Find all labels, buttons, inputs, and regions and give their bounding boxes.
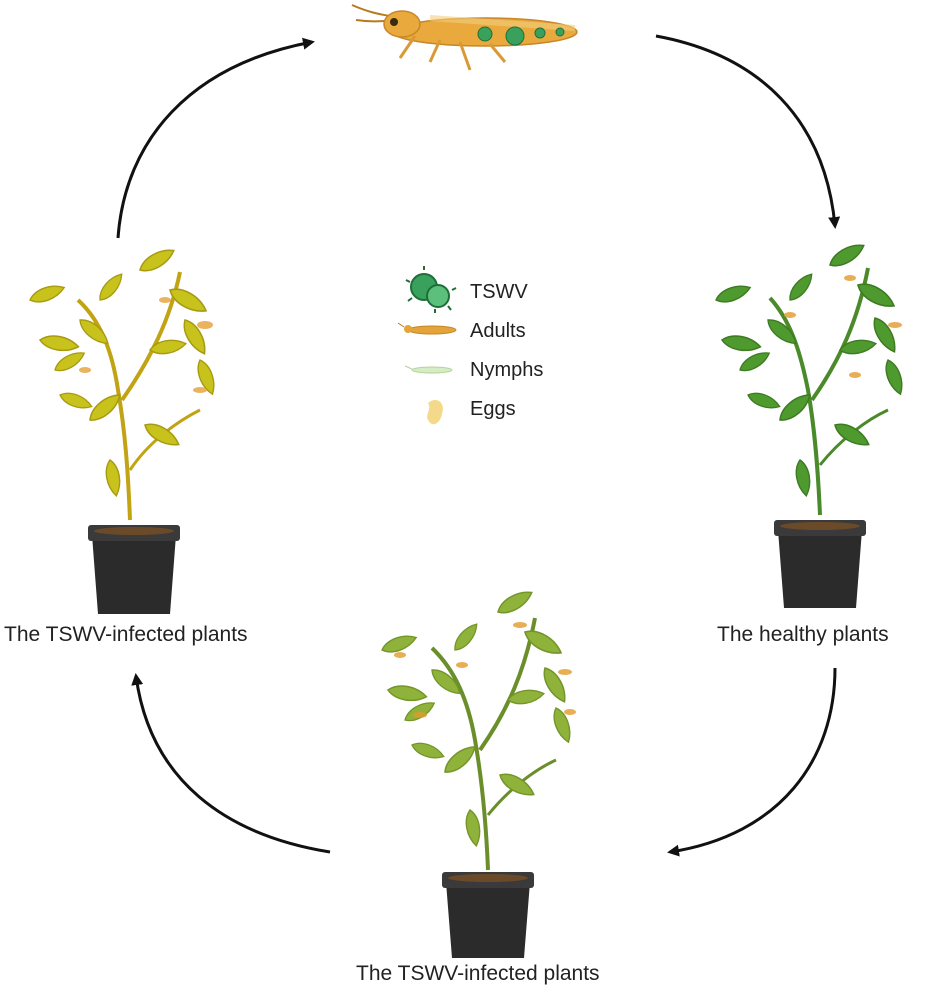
caption-left-infected: The TSWV-infected plants xyxy=(4,623,248,646)
legend-label-tswv: TSWV xyxy=(470,281,528,303)
thrips-adult-icon xyxy=(397,322,457,335)
pot-left xyxy=(88,525,180,614)
pot-bottom xyxy=(442,872,534,958)
legend xyxy=(397,266,457,425)
arrow-left-to-top xyxy=(116,37,315,239)
legend-label-eggs: Eggs xyxy=(470,398,516,420)
arrow-bottom-to-left xyxy=(131,673,331,854)
thrips-adult-icon xyxy=(351,4,578,71)
plant-infected-left xyxy=(27,243,220,614)
legend-label-nymphs: Nymphs xyxy=(470,359,544,381)
thrips-nymph-icon xyxy=(404,365,453,374)
cycle-arrows xyxy=(116,34,841,857)
arrow-top-to-right xyxy=(655,34,841,229)
pot-right xyxy=(774,520,866,608)
virus-icon xyxy=(405,266,457,313)
legend-label-adults: Adults xyxy=(470,320,526,342)
plant-healthy-right xyxy=(713,238,908,608)
caption-bottom-infected: The TSWV-infected plants xyxy=(356,962,600,985)
caption-right-healthy: The healthy plants xyxy=(717,623,889,646)
arrow-right-to-bottom xyxy=(667,667,837,857)
plant-infected-bottom xyxy=(379,585,576,958)
egg-icon xyxy=(427,400,443,425)
